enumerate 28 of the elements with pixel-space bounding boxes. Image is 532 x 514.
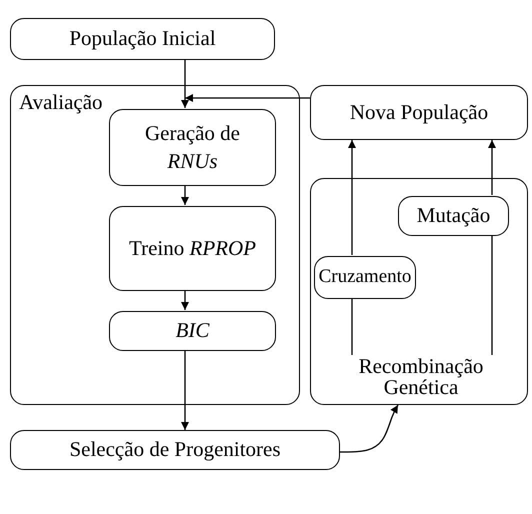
box-label: Treino RPROP bbox=[128, 234, 257, 262]
arrow bbox=[181, 185, 189, 205]
arrow bbox=[185, 94, 310, 102]
process-box bbox=[10, 430, 340, 470]
arrow bbox=[348, 140, 356, 255]
box-label: Nova População bbox=[350, 98, 488, 126]
process-box bbox=[109, 109, 276, 186]
box-label: Selecção de Progenitores bbox=[69, 436, 281, 464]
box-label: BIC bbox=[176, 317, 210, 344]
process-box bbox=[398, 196, 509, 236]
group-title: Avaliação bbox=[19, 92, 103, 113]
arrow bbox=[181, 290, 189, 310]
box-label: População Inicial bbox=[69, 25, 216, 52]
box-label: Cruzamento bbox=[318, 265, 412, 290]
arrow bbox=[340, 404, 399, 453]
arrow bbox=[488, 140, 496, 195]
group-box bbox=[10, 85, 300, 405]
process-box bbox=[109, 311, 276, 351]
arrow bbox=[181, 60, 189, 108]
process-box bbox=[10, 18, 275, 60]
process-box bbox=[109, 206, 276, 291]
group-title: Recombinação Genética bbox=[358, 356, 484, 398]
group-box bbox=[310, 178, 528, 405]
box-label: Geração de RNUs bbox=[144, 120, 241, 174]
process-box bbox=[314, 256, 416, 299]
arrow bbox=[181, 350, 189, 430]
process-box bbox=[310, 85, 528, 140]
box-label: Mutação bbox=[416, 202, 490, 230]
